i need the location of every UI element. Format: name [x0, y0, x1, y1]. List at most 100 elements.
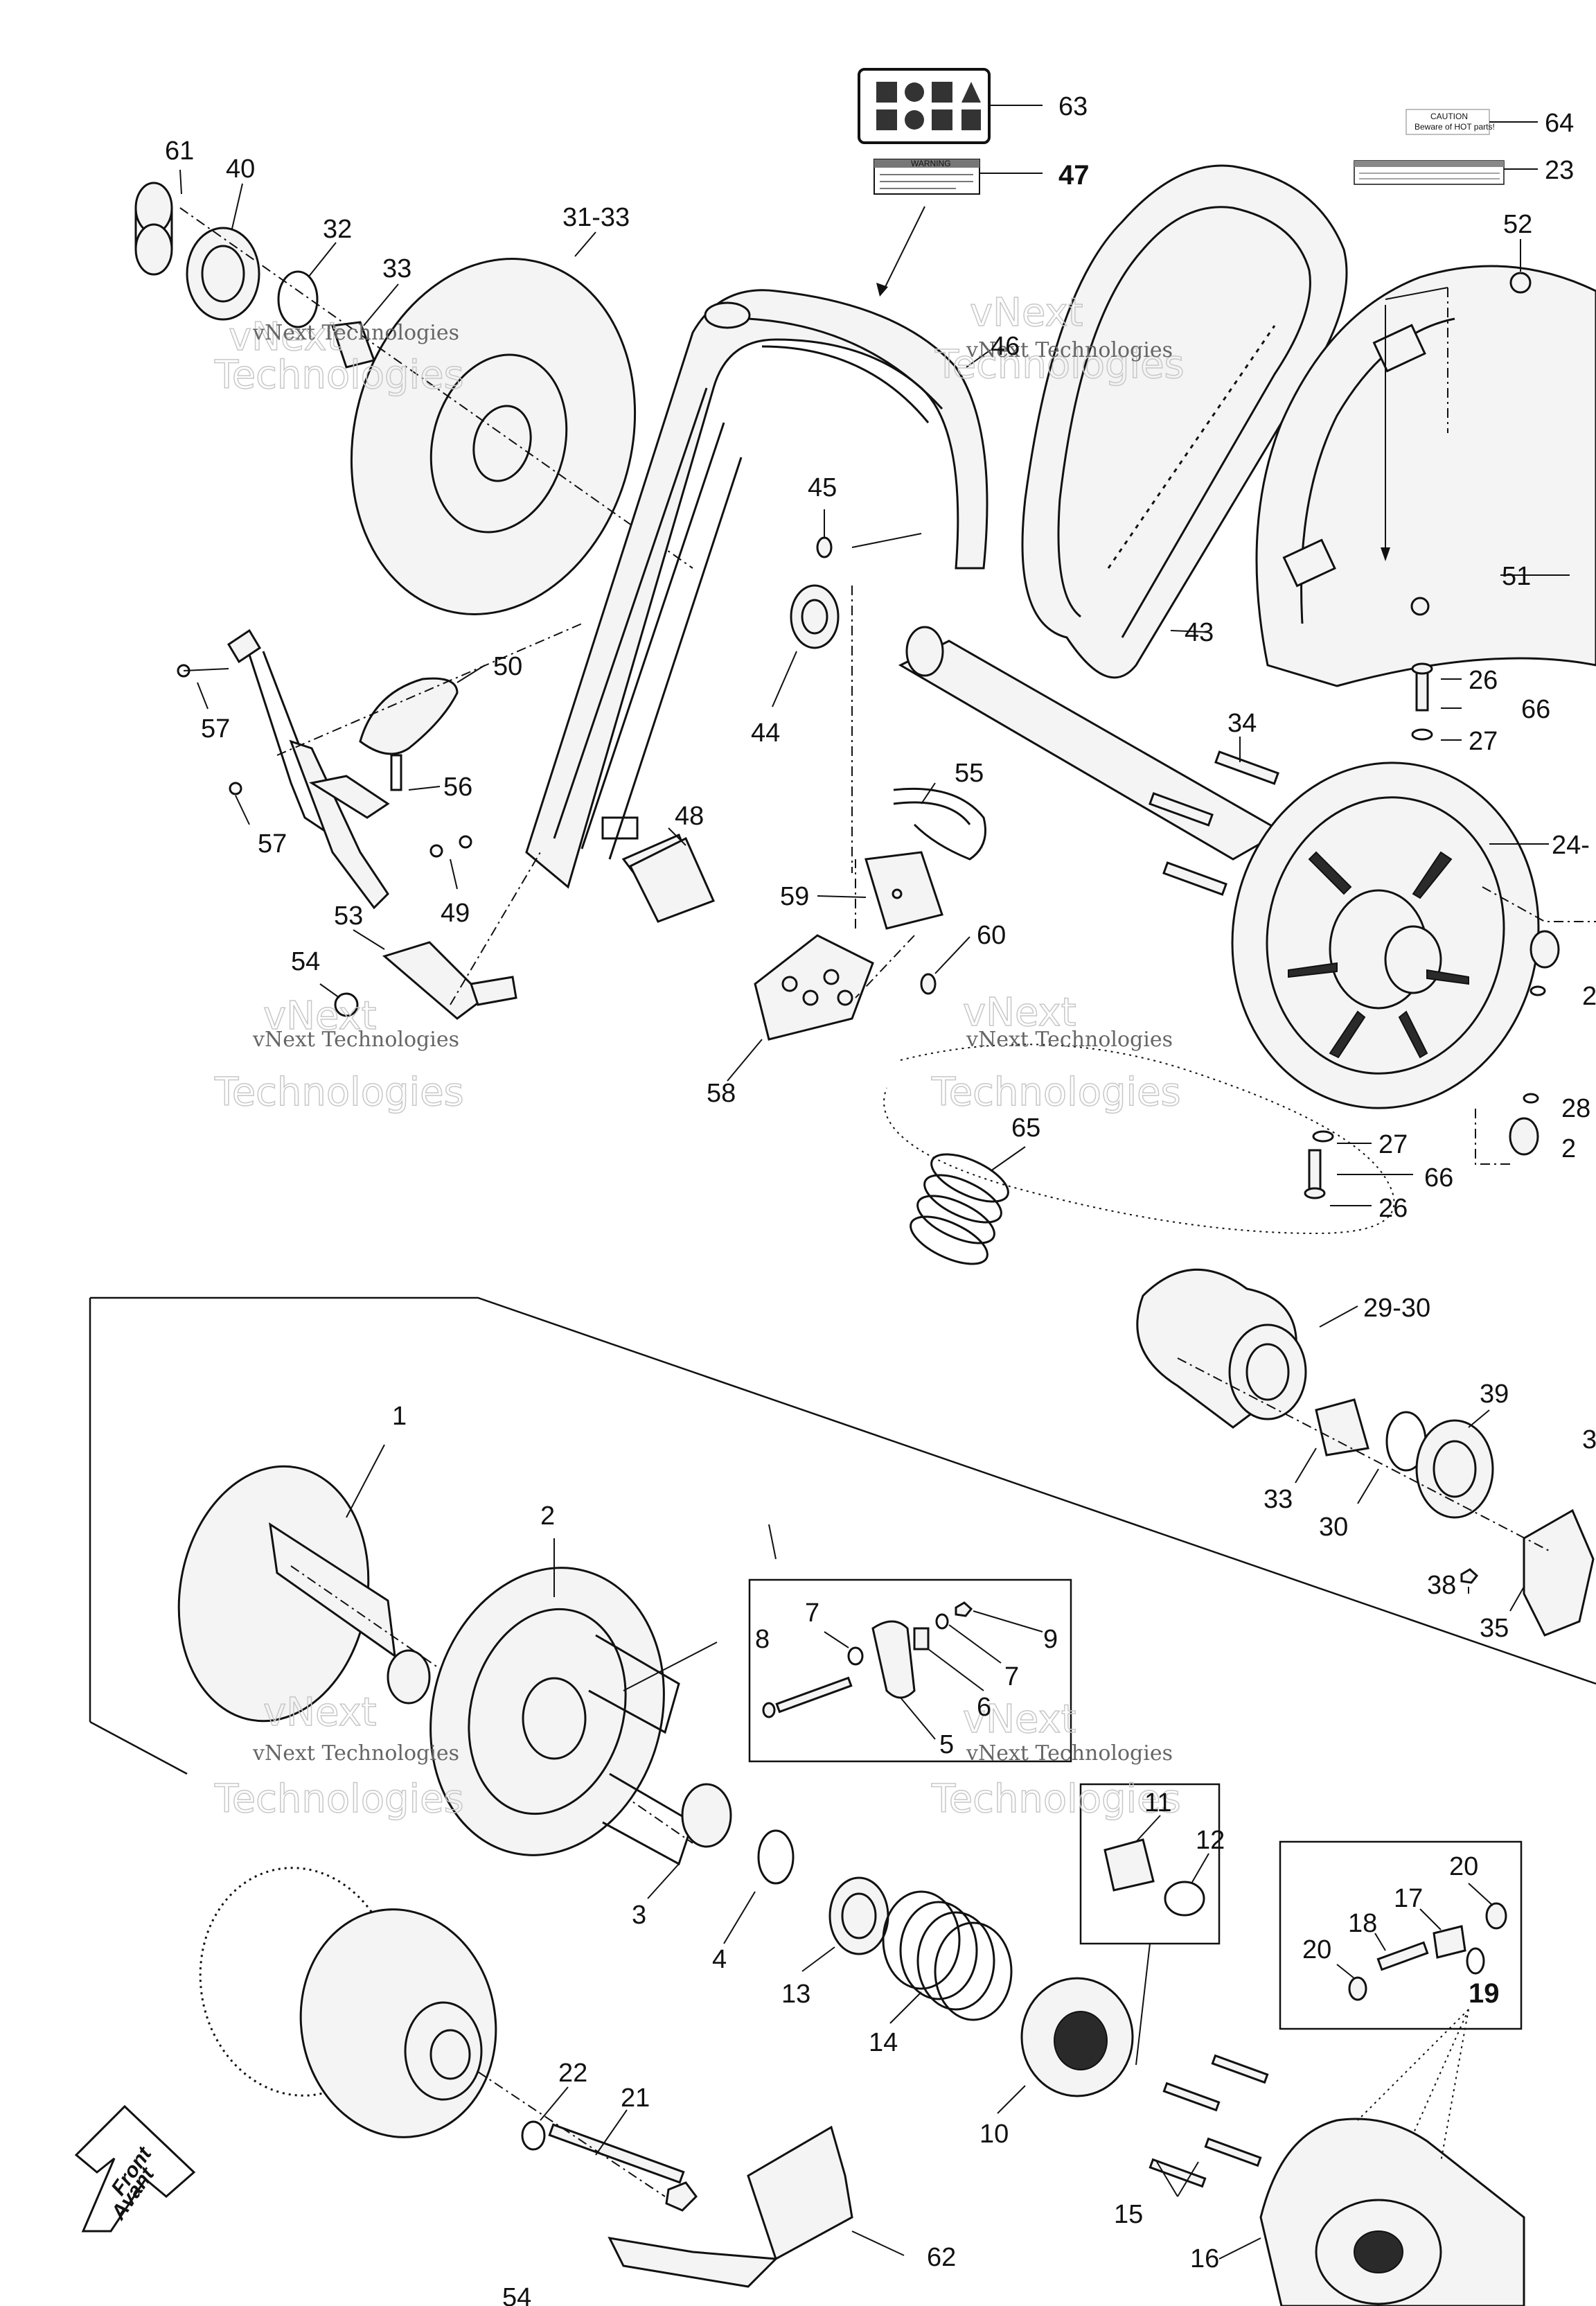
callout-57: 57 [201, 714, 230, 743]
callout-50: 50 [493, 652, 522, 681]
callout-66b: 66 [1424, 1163, 1453, 1192]
callout-33b: 33 [1264, 1485, 1293, 1514]
cam-29-30 [1136, 1268, 1307, 1429]
bolt-21 [548, 2123, 698, 2212]
callout-47: 47 [1058, 160, 1090, 191]
plate-53 [382, 941, 517, 1020]
bracket-35 [1523, 1508, 1595, 1637]
watermark-big-6b: Technologies [931, 1777, 1181, 1822]
pins-34 [1149, 750, 1279, 896]
bolt-8 [762, 1676, 853, 1718]
decal-64-body: Beware of HOT parts! [1415, 122, 1495, 132]
decal-64: CAUTION Beware of HOT parts! [1406, 109, 1495, 135]
callout-3-right: 3 [1582, 1425, 1596, 1454]
callout-54: 54 [291, 947, 320, 976]
callout-18: 18 [1348, 1909, 1377, 1938]
callout-22: 22 [558, 2059, 587, 2088]
drive-pulley-frame [90, 1296, 1596, 1685]
clip-55 [893, 787, 986, 861]
callout-20a: 20 [1449, 1852, 1478, 1881]
nut-9 [955, 1601, 973, 1617]
lever-assembly [227, 628, 390, 910]
callout-39: 39 [1480, 1380, 1509, 1409]
washer-20a [1485, 1902, 1507, 1930]
bearing-40 [186, 227, 260, 321]
callout-labels: 61 40 32 33 31-33 63 47 64 23 52 46 45 5… [165, 92, 1596, 2306]
callout-63: 63 [1058, 92, 1088, 121]
callout-16: 16 [1190, 2244, 1219, 2273]
driven-pulley-24 [1231, 762, 1540, 1109]
callout-27: 27 [1469, 727, 1498, 756]
front-arrow: Front Avant [74, 2104, 196, 2233]
outer-guard-51 [1255, 265, 1596, 687]
pin-18 [1376, 1941, 1429, 1971]
cover-16 [1259, 2118, 1525, 2306]
callout-40: 40 [226, 155, 255, 184]
rollers-2 [1509, 930, 1560, 1156]
cover-10 [1020, 1977, 1134, 2097]
washer-22 [521, 2120, 546, 2151]
callout-26b: 26 [1378, 1194, 1408, 1223]
handle-50 [359, 677, 459, 791]
watermark-4: vNext Technologies [966, 1028, 1173, 1052]
callout-3: 3 [632, 1901, 646, 1930]
circlip-32 [277, 270, 319, 328]
bracket-48 [628, 836, 716, 923]
washer-7b [935, 1613, 949, 1630]
watermark-big-3b: Technologies [214, 1070, 464, 1115]
bushing-11 [1103, 1838, 1155, 1892]
callout-14: 14 [869, 2028, 898, 2057]
callout-62: 62 [927, 2243, 956, 2272]
callout-35: 35 [1480, 1614, 1509, 1643]
seal-44 [790, 584, 840, 649]
bracket-59 [864, 851, 943, 930]
callout-7b: 7 [1004, 1662, 1019, 1691]
spring-65 [910, 1153, 1009, 1265]
callout-44: 44 [751, 719, 780, 748]
callout-53: 53 [334, 901, 363, 931]
washer-39 [1415, 1419, 1494, 1519]
callout-2: 2 [540, 1502, 555, 1531]
spacer-45 [816, 536, 833, 558]
watermark-big-1b: Technologies [214, 353, 464, 398]
callout-52: 52 [1503, 210, 1532, 239]
callout-5: 5 [939, 1730, 954, 1759]
callout-33: 33 [382, 254, 411, 283]
watermark-big-2a: vNext [970, 290, 1083, 335]
ring-4 [757, 1829, 795, 1885]
watermark-big-4a: vNext [963, 990, 1076, 1035]
callout-56: 56 [443, 773, 472, 802]
bolts-15 [1149, 2054, 1269, 2188]
callout-10: 10 [979, 2120, 1009, 2149]
callout-54b: 54 [502, 2283, 531, 2306]
callout-51: 51 [1502, 562, 1531, 591]
callout-6: 6 [977, 1693, 991, 1722]
watermark-6: vNext Technologies [966, 1741, 1173, 1766]
bushing-61 [134, 182, 173, 276]
callout-64: 64 [1545, 109, 1574, 138]
spring-14 [882, 1890, 1013, 2021]
pin-26-bottom [1304, 1149, 1326, 1199]
bushing-3 [681, 1783, 732, 1848]
plate-62 [608, 2125, 853, 2288]
callout-29-30: 29-30 [1363, 1294, 1430, 1323]
callout-55: 55 [955, 759, 984, 788]
watermark-big-1a: vNext [229, 315, 342, 360]
callout-9: 9 [1043, 1625, 1058, 1654]
callout-30: 30 [1319, 1513, 1348, 1542]
bushing-33 [1315, 1398, 1369, 1456]
decal-23 [1354, 160, 1505, 185]
watermark-2: vNext Technologies [966, 338, 1173, 362]
callout-59: 59 [780, 882, 809, 911]
callout-46: 46 [991, 332, 1020, 361]
watermark-group: vNext Technologies vNext Technologies vN… [213, 290, 1185, 1822]
nut-60 [920, 973, 937, 995]
ring-12 [1164, 1881, 1205, 1917]
seal-13 [828, 1876, 889, 1955]
callout-12: 12 [1196, 1826, 1225, 1855]
watermark-big-2b: Technologies [934, 342, 1185, 387]
pin-26-top [1411, 662, 1433, 712]
roller-kit-box [1279, 1840, 1523, 2030]
callout-38: 38 [1427, 1571, 1456, 1600]
callout-31-33: 31-33 [562, 203, 630, 232]
